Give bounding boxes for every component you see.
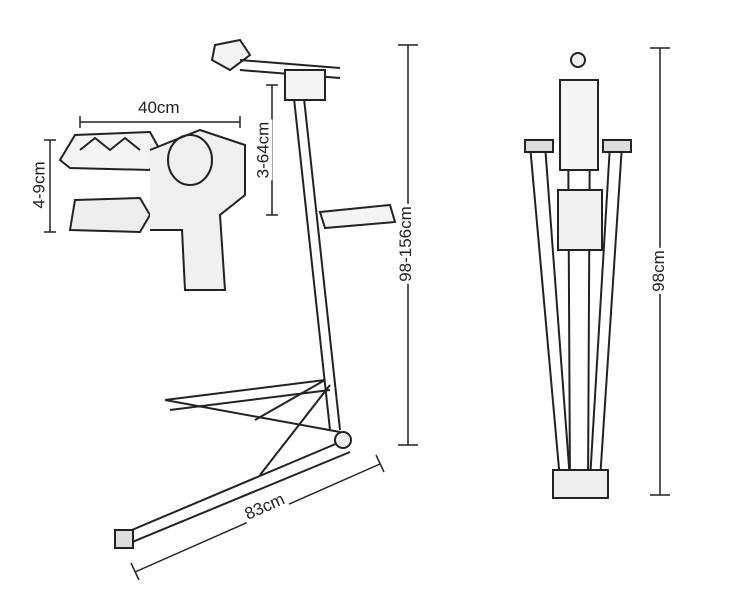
height-range-label: 98-156cm <box>395 204 415 284</box>
arm-adjust-label: 3-64cm <box>253 119 273 181</box>
clamp-width-label: 40cm <box>136 98 182 117</box>
stand-main-drawing <box>114 38 397 549</box>
folded-height-label: 98cm <box>648 248 668 294</box>
stand-folded-drawing <box>524 52 632 499</box>
clamp-opening-label: 4-9cm <box>29 159 49 211</box>
clamp-detail-drawing <box>58 128 246 291</box>
